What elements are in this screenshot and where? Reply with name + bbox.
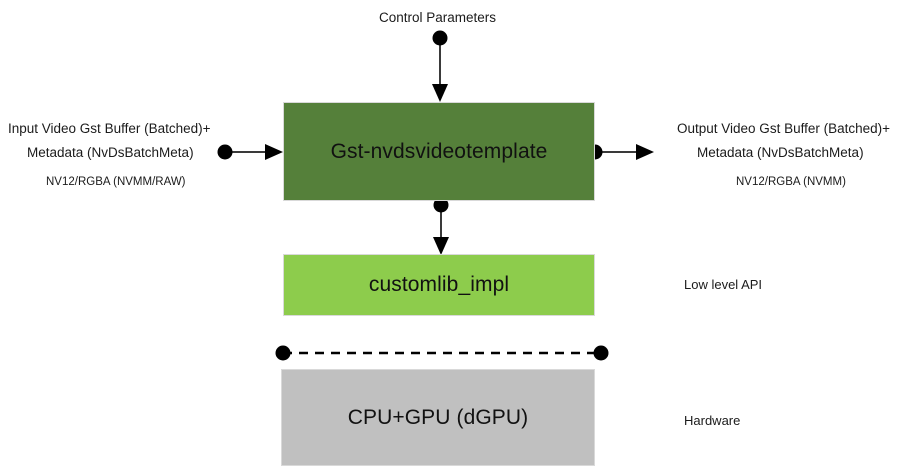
block-gst-nvdsvideotemplate[interactable]: Gst-nvdsvideotemplate (283, 102, 595, 201)
connector-control-parameters (432, 30, 448, 102)
block-customlib-impl[interactable]: customlib_impl (283, 254, 595, 316)
label-hardware: Hardware (684, 413, 741, 428)
label-input-line2: Metadata (NvDsBatchMeta) (27, 145, 194, 160)
connector-input (217, 144, 283, 160)
label-output-format: NV12/RGBA (NVMM) (736, 176, 846, 188)
block-label: CPU+GPU (dGPU) (347, 405, 529, 429)
label-control-parameters: Control Parameters (379, 10, 497, 25)
label-input-format: NV12/RGBA (NVMM/RAW) (46, 176, 186, 188)
connector-template-to-customlib (433, 197, 449, 255)
connector-hardware-boundary (275, 345, 609, 361)
label-low-level-api: Low level API (684, 277, 763, 292)
label-input-line1: Input Video Gst Buffer (Batched)+ (8, 121, 211, 136)
label-output-line2: Metadata (NvDsBatchMeta) (697, 145, 864, 160)
label-output-line1: Output Video Gst Buffer (Batched)+ (677, 121, 891, 136)
connector-output (587, 144, 654, 160)
block-cpu-gpu[interactable]: CPU+GPU (dGPU) (281, 369, 595, 466)
block-label: Gst-nvdsvideotemplate (330, 139, 548, 163)
block-label: customlib_impl (368, 273, 510, 297)
